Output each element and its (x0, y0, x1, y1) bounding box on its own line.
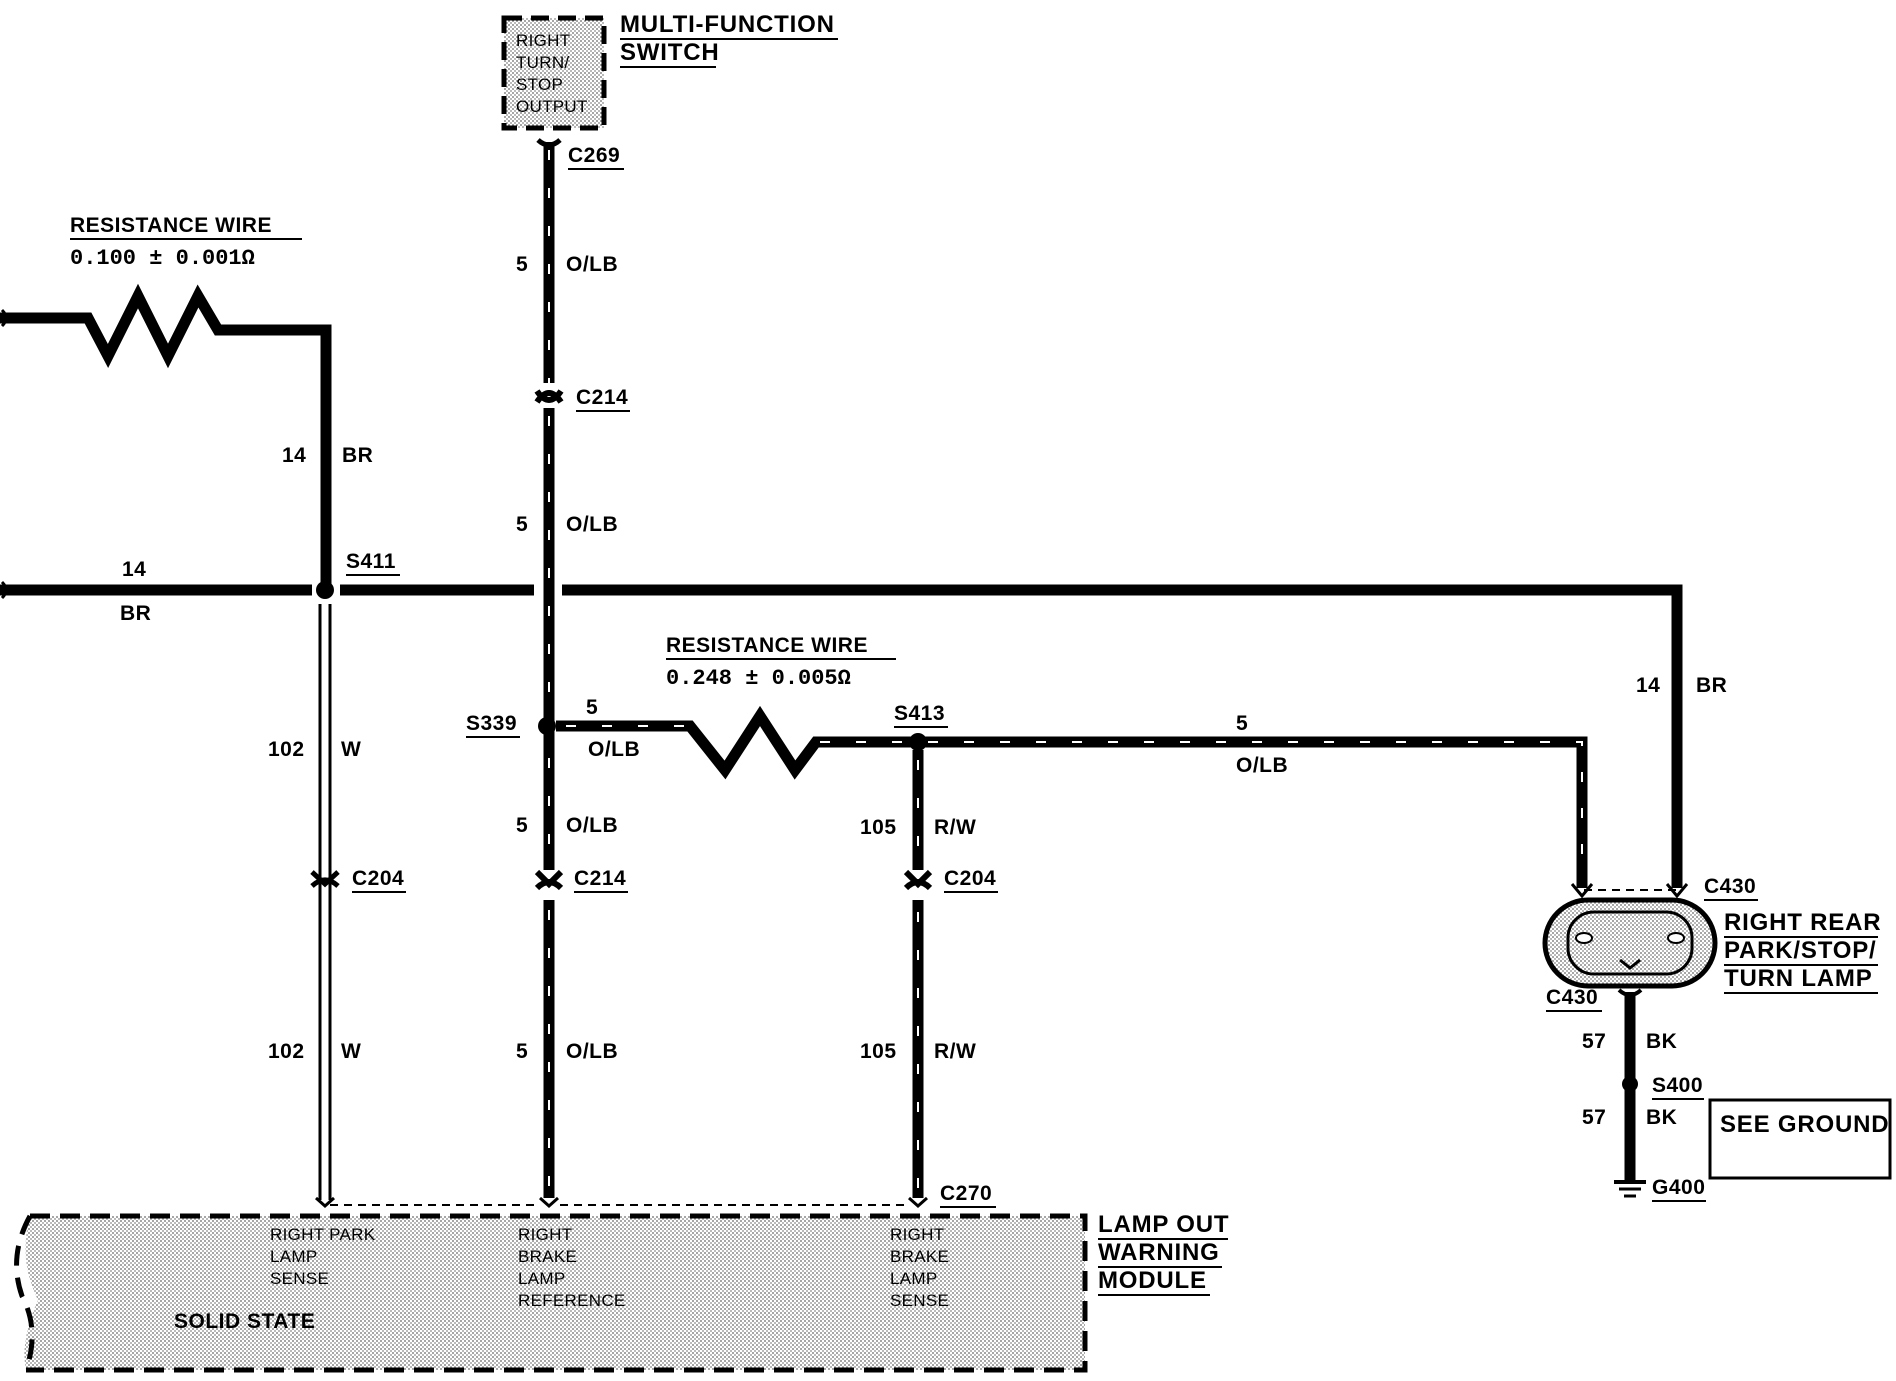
module-pin2-line: BRAKE (518, 1247, 577, 1266)
splice-s413 (909, 733, 927, 751)
wire-gauge: 57 (1582, 1106, 1606, 1129)
wire-color: W (341, 738, 361, 761)
right-rear-lamp (1542, 897, 1718, 989)
ground-symbol (1614, 1180, 1646, 1198)
wire-color: O/LB (1236, 754, 1288, 777)
wire-color: R/W (934, 1040, 976, 1063)
wire-gauge: 14 (282, 444, 306, 467)
module-pin1-line: SENSE (270, 1269, 329, 1288)
lamp-title: PARK/STOP/ (1724, 937, 1876, 964)
wire-gauge: 5 (586, 696, 598, 719)
splice-s411 (316, 581, 334, 599)
module-title: WARNING (1098, 1239, 1220, 1266)
wire-color: BR (1696, 674, 1727, 697)
connector-c214-bottom: C214 (574, 867, 626, 890)
wire-gauge: 102 (268, 738, 305, 761)
wire-color: O/LB (566, 253, 618, 276)
resistor-1-value: 0.100 ± 0.001Ω (70, 246, 255, 271)
switch-box-line: STOP (516, 75, 563, 94)
connector-c430-bottom: C430 (1546, 986, 1598, 1009)
splice-s411-label: S411 (346, 550, 396, 573)
lamp-title: RIGHT REAR (1724, 909, 1881, 936)
connector-c214-top: C214 (576, 386, 628, 409)
connector-c430-top: C430 (1704, 875, 1756, 898)
wire-gauge: 5 (516, 1040, 528, 1063)
module-pin1-line: LAMP (270, 1247, 318, 1266)
wire-gauge: 14 (1636, 674, 1660, 697)
wire-gauge: 5 (516, 814, 528, 837)
wire-color: BR (120, 602, 151, 625)
switch-box-line: TURN/ (516, 53, 569, 72)
wire-gauge: 105 (860, 816, 897, 839)
wire-gauge: 57 (1582, 1030, 1606, 1053)
module-pin2-line: RIGHT (518, 1225, 572, 1244)
wire-color: BR (342, 444, 373, 467)
wire-color: O/LB (566, 513, 618, 536)
module-pin2-line: LAMP (518, 1269, 566, 1288)
module-pin3-line: RIGHT (890, 1225, 944, 1244)
switch-title: MULTI-FUNCTION (620, 11, 835, 38)
module-body-label: SOLID STATE (174, 1310, 315, 1333)
wire-color: BK (1646, 1106, 1677, 1129)
connector-c270: C270 (940, 1182, 992, 1205)
wire-color: BK (1646, 1030, 1677, 1053)
multi-function-switch: RIGHT TURN/ STOP OUTPUT (501, 15, 607, 131)
module-title: MODULE (1098, 1267, 1207, 1294)
wire-gauge: 105 (860, 1040, 897, 1063)
wire-color: W (341, 1040, 361, 1063)
wire-color: R/W (934, 816, 976, 839)
resistor-2-title: RESISTANCE WIRE (666, 634, 868, 657)
splice-s400 (1622, 1076, 1638, 1092)
module-title: LAMP OUT (1098, 1211, 1229, 1238)
see-ground-label: SEE GROUND (1720, 1111, 1889, 1138)
module-pin3-line: LAMP (890, 1269, 938, 1288)
see-ground-box[interactable]: SEE GROUND (1708, 1098, 1892, 1180)
resistor-1-title: RESISTANCE WIRE (70, 214, 272, 237)
splice-s339-label: S339 (466, 712, 517, 735)
resistor-2-value: 0.248 ± 0.005Ω (666, 666, 851, 691)
wire-color: O/LB (588, 738, 640, 761)
wire-gauge: 5 (516, 513, 528, 536)
connector-c204-right: C204 (944, 867, 996, 890)
module-pin2-line: REFERENCE (518, 1291, 626, 1310)
wire-color: O/LB (566, 1040, 618, 1063)
module-pin3-line: SENSE (890, 1291, 949, 1310)
splice-s339 (538, 717, 556, 735)
switch-box-line: OUTPUT (516, 97, 588, 116)
lamp-title: TURN LAMP (1724, 965, 1873, 992)
connector-c204-left: C204 (352, 867, 404, 890)
lamp-out-warning-module (14, 1213, 1088, 1373)
wire-gauge: 5 (516, 253, 528, 276)
splice-s413-label: S413 (894, 702, 945, 725)
wire-gauge: 5 (1236, 712, 1248, 735)
splice-s400-label: S400 (1652, 1074, 1703, 1097)
module-pin1-line: RIGHT PARK (270, 1225, 376, 1244)
wire-gauge: 102 (268, 1040, 305, 1063)
module-pin3-line: BRAKE (890, 1247, 949, 1266)
white-wire (318, 604, 332, 1200)
wire-color: O/LB (566, 814, 618, 837)
ground-g400-label: G400 (1652, 1176, 1705, 1199)
switch-title: SWITCH (620, 39, 719, 66)
wire-gauge: 14 (122, 558, 146, 581)
switch-box-line: RIGHT (516, 31, 570, 50)
connector-c269: C269 (568, 144, 620, 167)
